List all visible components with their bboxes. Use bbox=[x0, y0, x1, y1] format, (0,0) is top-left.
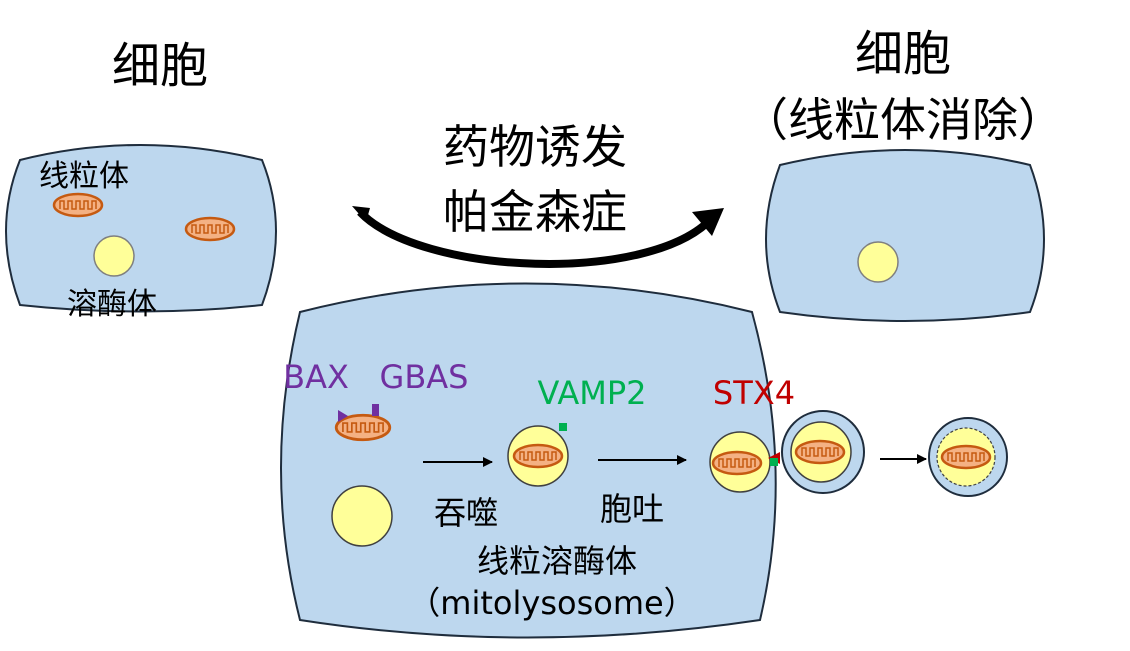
bax-marker bbox=[338, 410, 348, 422]
left-mitochondrion-2 bbox=[184, 216, 236, 242]
exocytosis-label: 胞吐 bbox=[600, 490, 664, 528]
left-cell-title: 细胞 bbox=[112, 38, 208, 94]
right-cell-subtitle: （线粒体消除） bbox=[742, 93, 1064, 147]
gbas-marker bbox=[372, 404, 379, 416]
mitolysosome-1-mitochondrion bbox=[512, 443, 564, 469]
mitolysosome-cn-label: 线粒溶酶体 bbox=[477, 542, 637, 580]
phagocytosis-label: 吞噬 bbox=[434, 494, 498, 532]
transition-arrow-tail bbox=[352, 206, 370, 222]
budding-vesicle-mitochondrion bbox=[794, 439, 846, 465]
left-mitochondrion-1 bbox=[52, 192, 104, 218]
released-vesicle-mitochondrion bbox=[940, 444, 992, 470]
bax-label: BAX bbox=[283, 358, 349, 396]
gbas-label: GBAS bbox=[380, 358, 469, 396]
arrow-text-line2: 帕金森症 bbox=[443, 185, 627, 239]
left-cell bbox=[5, 144, 277, 313]
mitolysosome-en-label: （mitolysosome） bbox=[408, 584, 695, 622]
lysosome-label: 溶酶体 bbox=[67, 287, 157, 322]
right-cell bbox=[765, 149, 1045, 322]
right-lysosome bbox=[857, 241, 899, 283]
arrow-text-line1: 药物诱发 bbox=[443, 120, 627, 174]
mitolysosome-2-mitochondrion bbox=[711, 450, 763, 476]
stx4-label: STX4 bbox=[713, 374, 795, 412]
center-mitochondrion bbox=[334, 413, 392, 442]
center-lysosome bbox=[331, 485, 393, 547]
vamp2-marker bbox=[559, 423, 567, 431]
transition-arrow-head bbox=[692, 208, 724, 236]
vamp2-marker-docked bbox=[770, 458, 778, 466]
transition-arrow bbox=[357, 209, 715, 268]
right-cell-title: 细胞 bbox=[855, 26, 951, 82]
vamp2-label: VAMP2 bbox=[538, 374, 647, 412]
mitochondria-label: 线粒体 bbox=[39, 159, 129, 194]
left-lysosome bbox=[93, 235, 135, 277]
